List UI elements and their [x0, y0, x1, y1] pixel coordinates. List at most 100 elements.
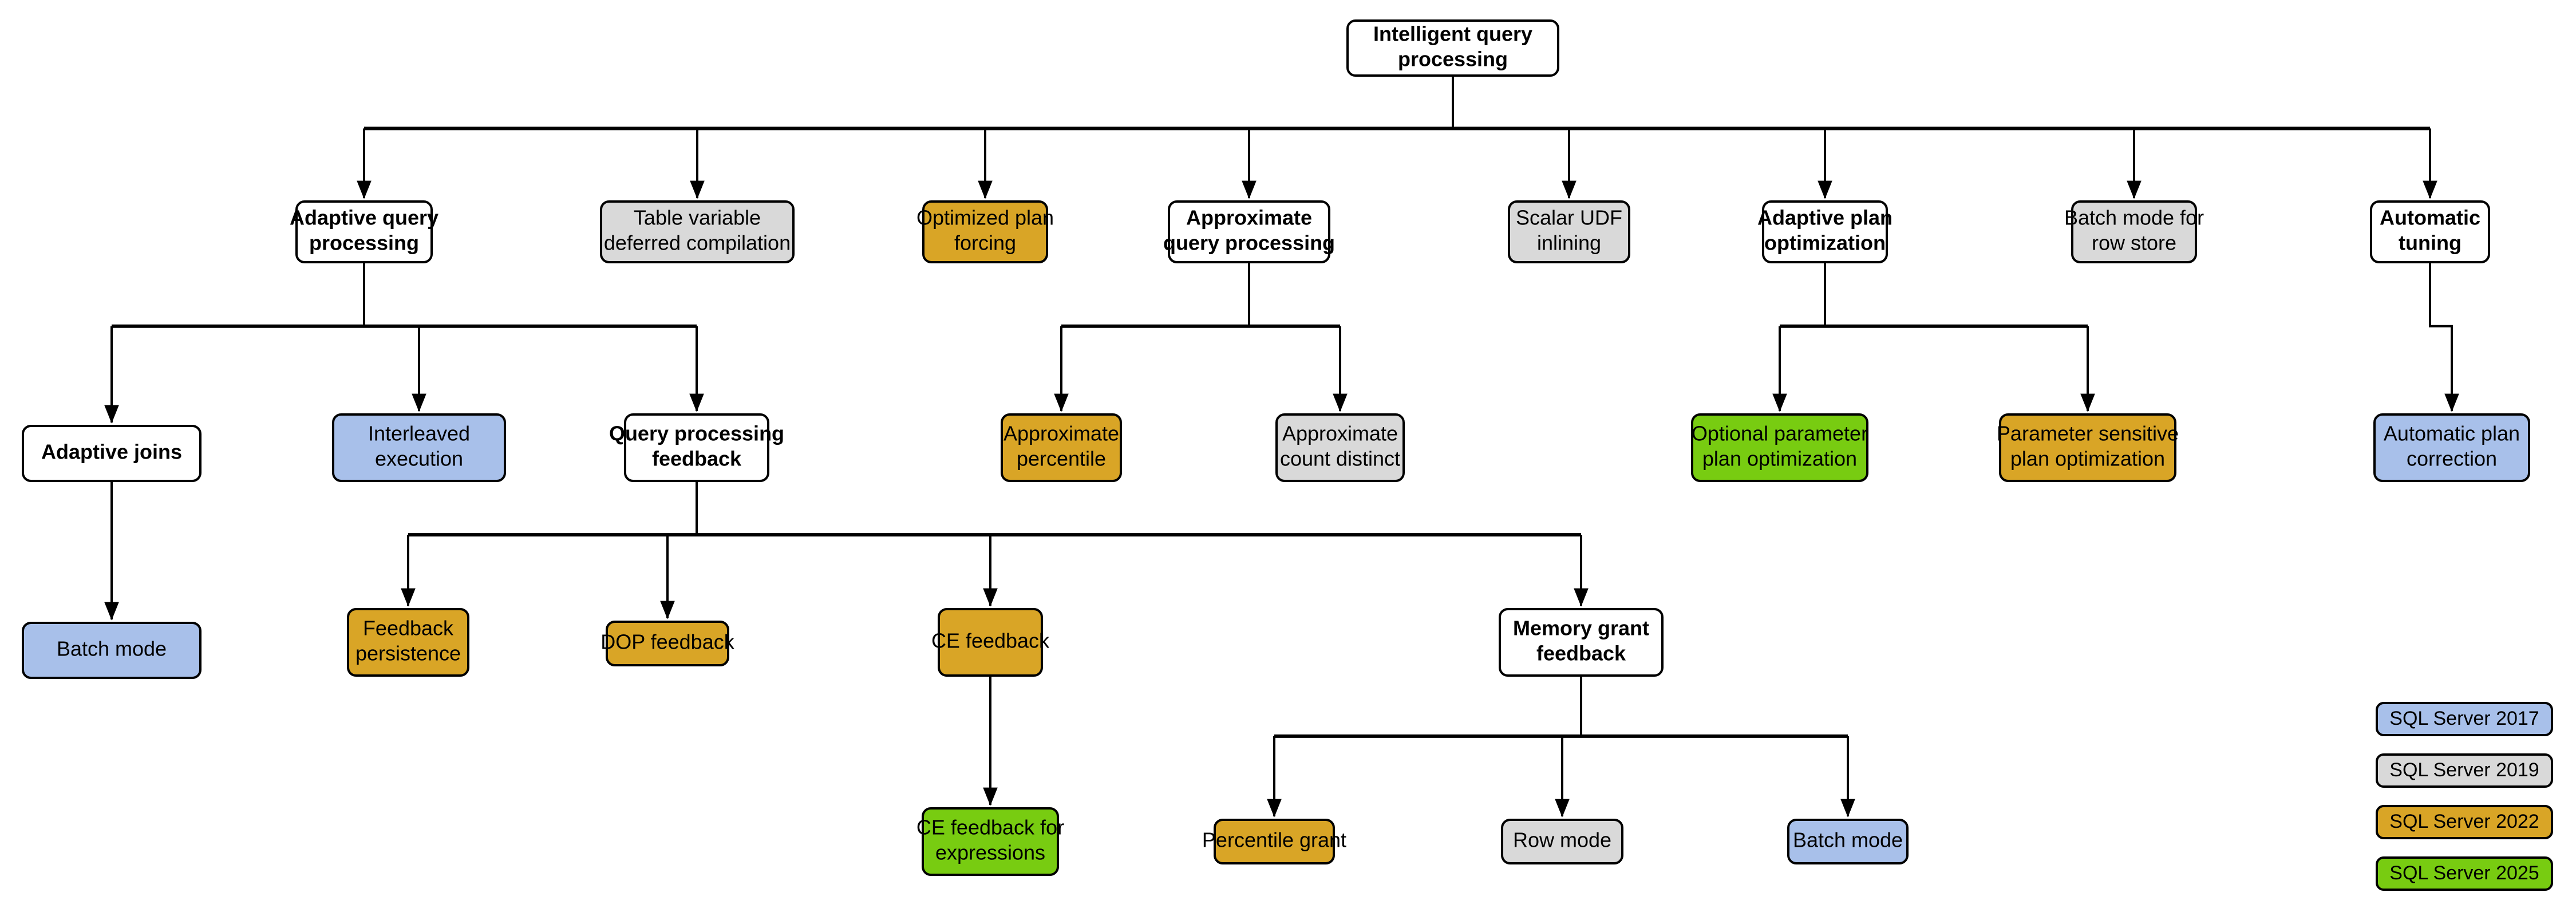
node-batch-mode-aj[interactable]: Batch mode — [22, 622, 202, 679]
legend-swatch-blue — [2376, 702, 2553, 736]
node-box-auto-plan-correction — [2373, 413, 2530, 482]
node-label-scalar-udf: Scalar UDF — [1516, 206, 1622, 230]
legend-label: SQL Server 2017 — [2389, 708, 2539, 729]
node-ce-feedback[interactable]: CE feedback — [931, 608, 1050, 677]
node-box-dop-feedback — [606, 621, 729, 666]
node-label-approx-count-distinct: Approximate — [1282, 422, 1398, 445]
node-box-batch-mode-aj — [22, 622, 202, 679]
node-label-approx-count-distinct: count distinct — [1280, 447, 1400, 471]
node-label-approx-percentile: Approximate — [1003, 422, 1119, 445]
node-label-approx-percentile: percentile — [1017, 447, 1106, 471]
node-label-interleaved-exec: execution — [375, 447, 463, 471]
node-adaptive-joins[interactable]: Adaptive joins — [22, 425, 202, 482]
node-box-memory-grant-fb — [1499, 608, 1664, 677]
node-box-ce-feedback — [938, 608, 1043, 677]
node-label-auto-tuning: Automatic — [2380, 206, 2480, 230]
node-box-root — [1346, 19, 1559, 77]
node-label-interleaved-exec: Interleaved — [368, 422, 470, 445]
node-box-batch-row-store — [2071, 200, 2197, 263]
legend-label: SQL Server 2025 — [2389, 862, 2539, 884]
legend-swatch-green — [2376, 856, 2553, 891]
node-label-qp-feedback: Query processing — [609, 422, 784, 445]
node-label-ce-feedback-expr: expressions — [935, 841, 1045, 864]
legend-item-sql-server-2022: SQL Server 2022 — [2376, 805, 2553, 839]
legend-item-sql-server-2025: SQL Server 2025 — [2376, 856, 2553, 891]
node-box-opt-plan-forcing — [922, 200, 1048, 263]
node-label-memory-grant-fb: Memory grant — [1513, 617, 1649, 640]
node-dop-feedback[interactable]: DOP feedback — [600, 621, 735, 666]
node-label-tvdc: Table variable — [634, 206, 761, 230]
node-label-opt-plan-forcing: Optimized plan — [916, 206, 1054, 230]
node-label-feedback-persist: persistence — [355, 642, 461, 665]
node-label-percentile-grant: Percentile grant — [1202, 828, 1346, 852]
node-batch-mode-mg[interactable]: Batch mode — [1787, 819, 1909, 864]
node-box-ce-feedback-expr — [922, 807, 1059, 876]
node-label-adaptive-plan-opt: Adaptive plan — [1757, 206, 1893, 230]
node-label-batch-row-store: Batch mode for — [2064, 206, 2204, 230]
node-label-tvdc: deferred compilation — [604, 231, 791, 255]
node-label-approx-qp: Approximate — [1186, 206, 1312, 230]
node-label-opt-plan-forcing: forcing — [954, 231, 1016, 255]
node-label-optional-param-po: Optional parameter — [1692, 422, 1868, 445]
node-label-ce-feedback-expr: CE feedback for — [916, 816, 1064, 839]
node-box-auto-tuning — [2370, 200, 2490, 263]
node-label-feedback-persist: Feedback — [363, 617, 454, 640]
node-label-adaptive-plan-opt: optimization — [1764, 231, 1886, 255]
node-box-batch-mode-mg — [1787, 819, 1909, 864]
node-box-feedback-persist — [347, 608, 469, 677]
node-box-approx-count-distinct — [1275, 413, 1405, 482]
node-box-percentile-grant — [1214, 819, 1335, 864]
node-box-approx-qp — [1168, 200, 1330, 263]
node-label-optional-param-po: plan optimization — [1702, 447, 1857, 471]
legend-item-sql-server-2019: SQL Server 2019 — [2376, 753, 2553, 788]
node-box-adaptive-joins — [22, 425, 202, 482]
node-label-scalar-udf: inlining — [1537, 231, 1601, 255]
node-label-adaptive-qp: Adaptive query — [290, 206, 438, 230]
node-box-tvdc — [600, 200, 795, 263]
node-label-adaptive-qp: processing — [309, 231, 419, 255]
node-label-memory-grant-fb: feedback — [1536, 642, 1626, 665]
node-label-adaptive-joins: Adaptive joins — [41, 440, 182, 464]
node-label-auto-plan-correction: Automatic plan — [2384, 422, 2520, 445]
node-label-row-mode: Row mode — [1513, 828, 1611, 852]
node-label-param-sensitive-po: plan optimization — [2010, 447, 2165, 471]
node-row-mode[interactable]: Row mode — [1501, 819, 1623, 864]
node-label-root: Intelligent query — [1373, 22, 1532, 46]
node-label-approx-qp: query processing — [1163, 231, 1335, 255]
node-percentile-grant[interactable]: Percentile grant — [1202, 819, 1346, 864]
node-label-qp-feedback: feedback — [652, 447, 742, 471]
node-box-qp-feedback — [624, 413, 769, 482]
legend-item-sql-server-2017: SQL Server 2017 — [2376, 702, 2553, 736]
legend-swatch-amber — [2376, 805, 2553, 839]
node-label-auto-plan-correction: correction — [2407, 447, 2497, 471]
node-label-batch-mode-aj: Batch mode — [57, 637, 167, 661]
node-box-optional-param-po — [1691, 413, 1868, 482]
legend-label: SQL Server 2019 — [2389, 759, 2539, 781]
connector-auto-tuning-to-auto-plan-correction — [2429, 262, 2459, 412]
node-label-auto-tuning: tuning — [2399, 231, 2462, 255]
legend-swatch-gray — [2376, 753, 2553, 788]
node-label-dop-feedback: DOP feedback — [600, 630, 734, 654]
node-label-batch-mode-mg: Batch mode — [1793, 828, 1903, 852]
